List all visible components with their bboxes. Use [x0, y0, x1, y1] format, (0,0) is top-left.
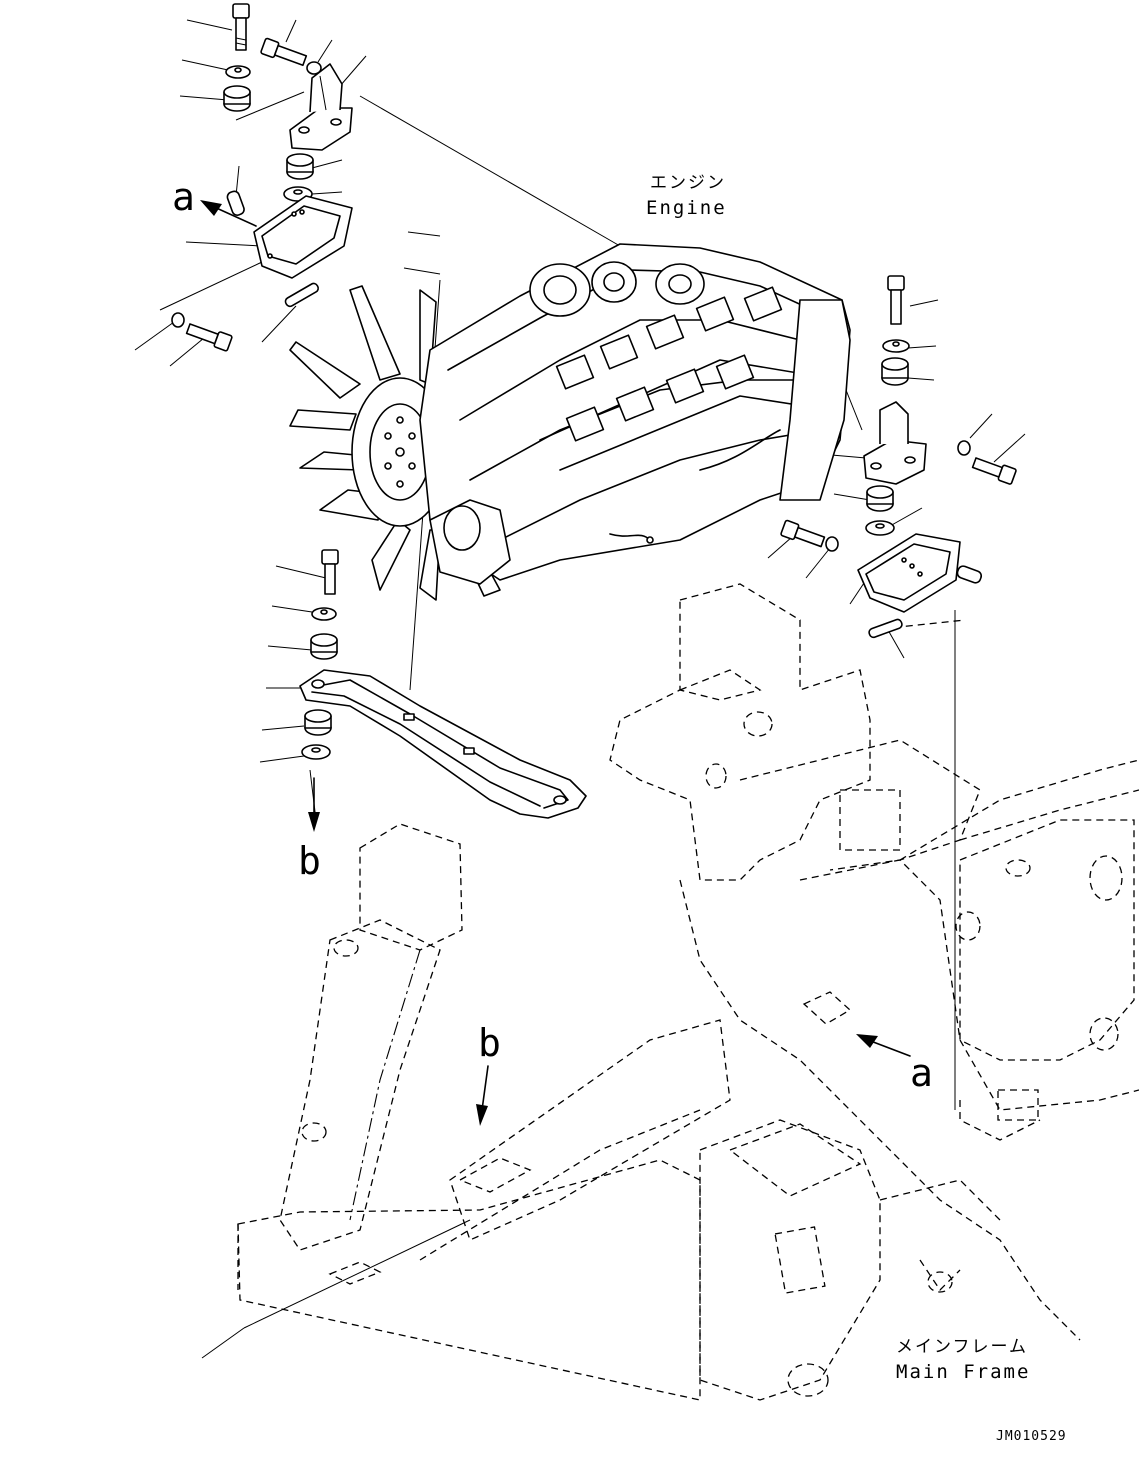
pin-icon: [226, 190, 245, 216]
view-label-b-top: b: [298, 839, 321, 883]
bolt-icon: [971, 457, 1017, 485]
cross-support-icon: [299, 669, 587, 819]
lock-washer-icon: [306, 61, 322, 75]
mount-cushion-icon: [866, 485, 894, 512]
washer-icon: [301, 744, 331, 760]
lock-plate-icon: [868, 618, 903, 639]
leader-lines: [134, 19, 1026, 1359]
view-arrows: [200, 200, 911, 1126]
mount-cushion-icon: [881, 357, 909, 386]
support-bracket-icon: [857, 533, 961, 613]
lock-washer-icon: [171, 312, 185, 328]
pin-icon: [956, 565, 983, 584]
bolt-icon: [321, 549, 339, 595]
lock-washer-icon: [957, 440, 971, 456]
washer-icon: [882, 339, 910, 353]
lock-washer-icon: [825, 536, 839, 552]
front-support-hardware: [299, 549, 587, 819]
bolt-icon: [232, 3, 250, 51]
front-left-mount-hardware: [171, 3, 353, 352]
mount-cushion-icon: [310, 633, 338, 660]
view-label-a-bottom: a: [910, 1051, 933, 1095]
view-label-a-top: a: [172, 175, 195, 219]
mount-cushion-icon: [223, 85, 251, 112]
mount-cushion-icon: [304, 709, 332, 736]
main-frame-label-jp: メインフレーム: [896, 1337, 1028, 1357]
engine-label-en: Engine: [646, 197, 727, 219]
rear-right-mount-hardware: [780, 275, 1017, 639]
bolt-icon: [887, 275, 905, 325]
drawing-code: JM010529: [996, 1429, 1067, 1444]
mount-cushion-icon: [286, 153, 314, 180]
view-label-b-bottom: b: [478, 1021, 501, 1065]
engine-bracket-icon: [863, 401, 927, 485]
washer-icon: [225, 65, 251, 79]
bolt-icon: [260, 37, 308, 67]
support-bracket-icon: [253, 195, 353, 279]
bolt-icon: [185, 323, 233, 352]
engine-assembly-icon: [419, 243, 851, 585]
main-frame-icon: [237, 583, 1139, 1401]
lock-plate-icon: [284, 282, 320, 308]
main-frame-label-en: Main Frame: [896, 1361, 1030, 1383]
engine-bracket-icon: [289, 63, 353, 151]
washer-icon: [865, 520, 895, 536]
washer-icon: [311, 607, 337, 621]
engine-label-jp: エンジン: [650, 173, 726, 193]
bolt-icon: [780, 519, 826, 548]
